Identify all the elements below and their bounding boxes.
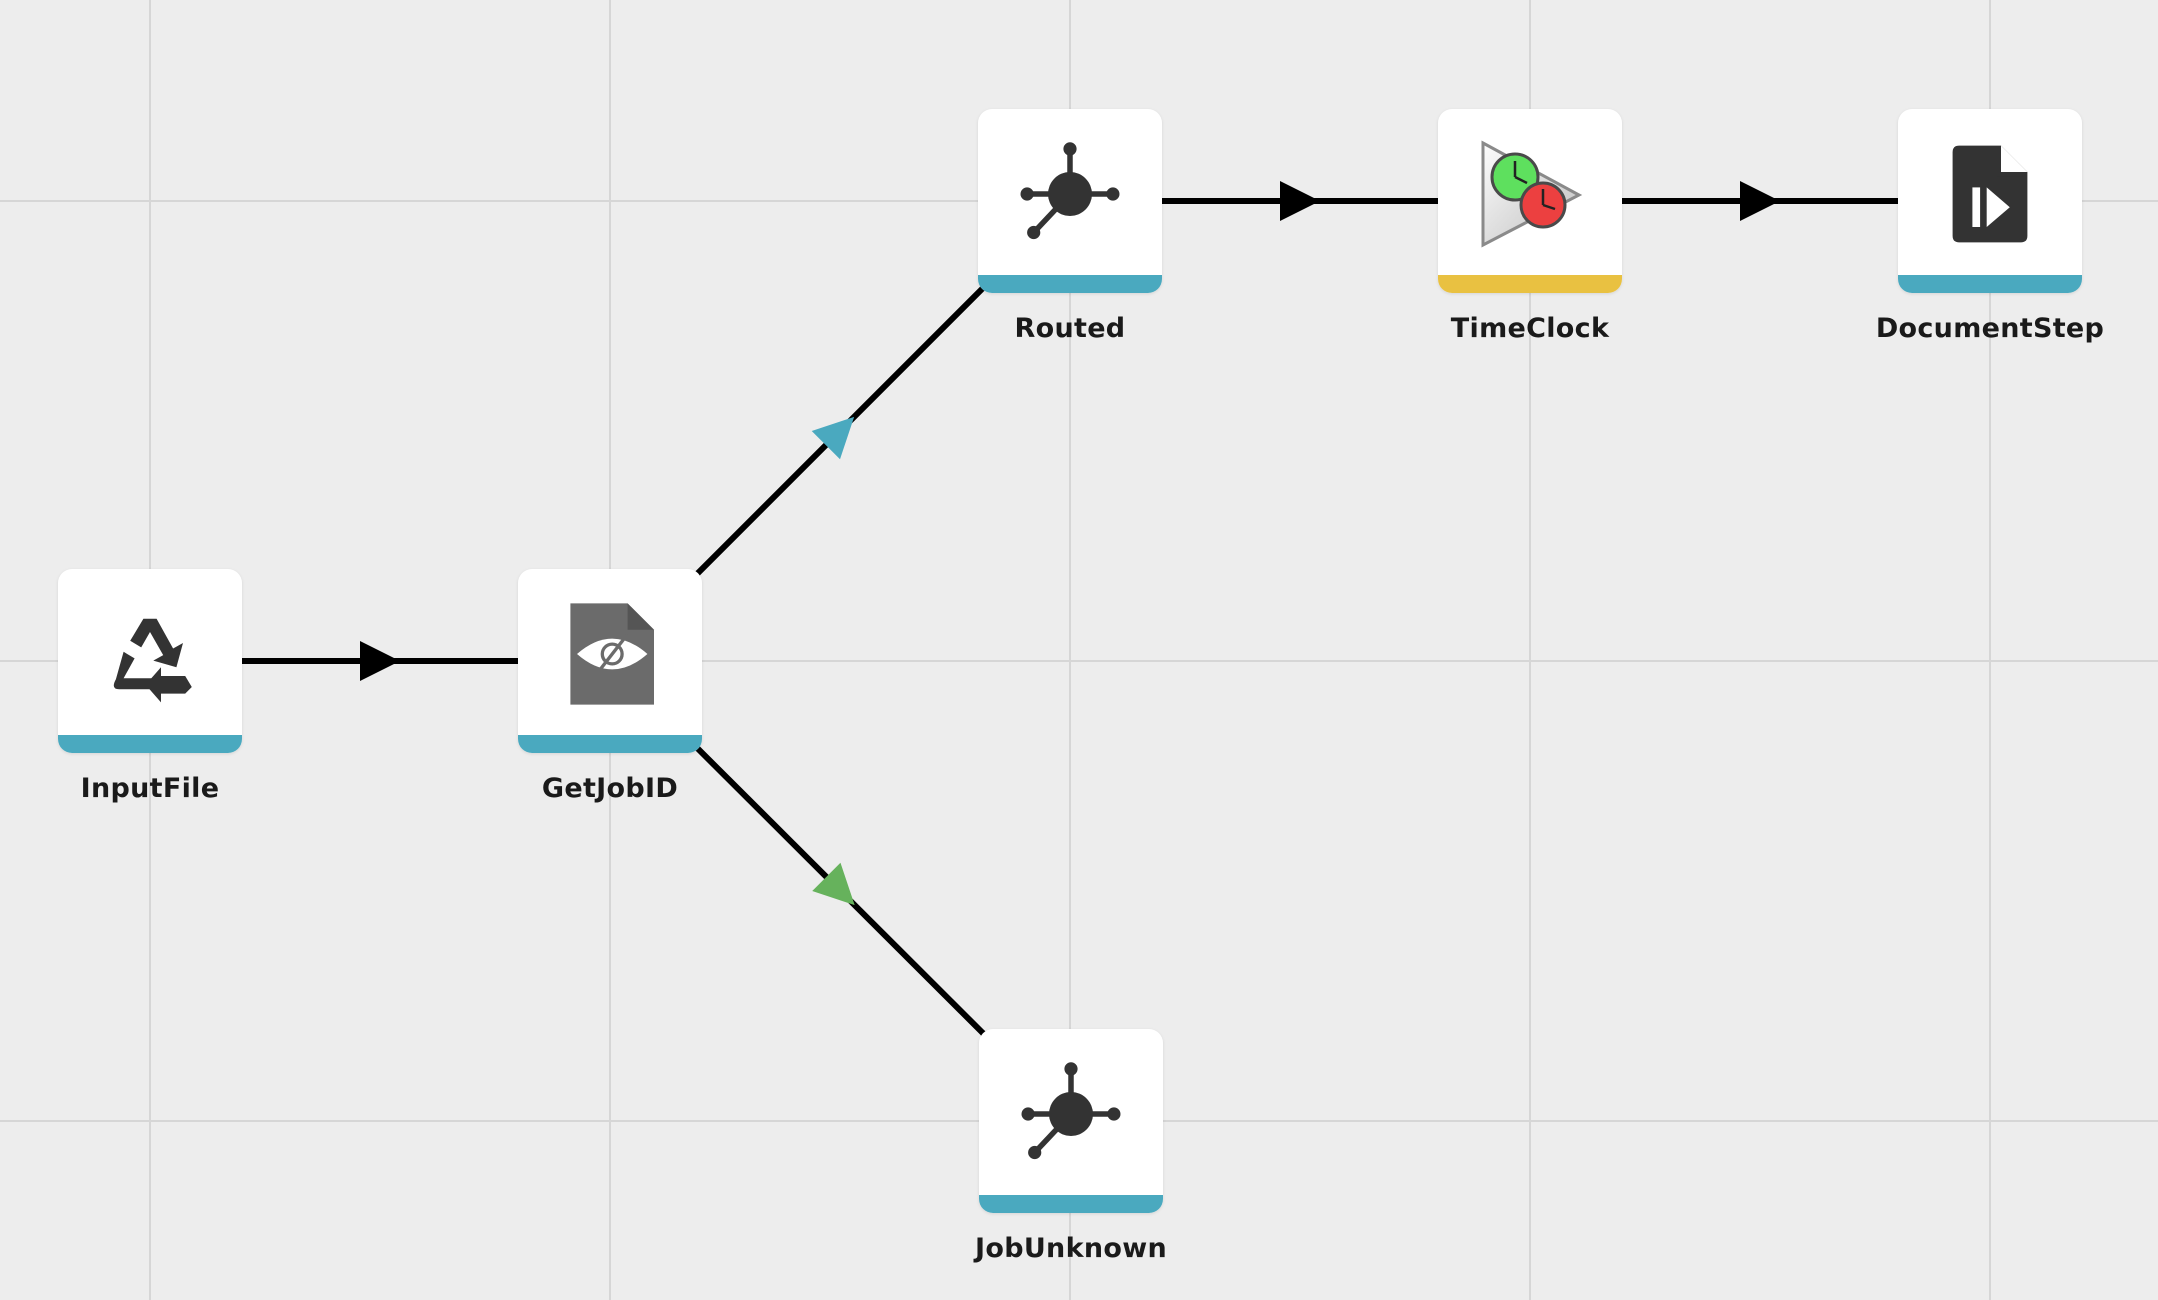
status-bar bbox=[1898, 275, 2082, 293]
hub-icon bbox=[1016, 1059, 1126, 1169]
node-timeclock[interactable] bbox=[1438, 109, 1622, 293]
arrowhead-getjobid-jobunknown bbox=[812, 862, 855, 906]
document-eye-icon bbox=[555, 599, 665, 709]
recycle-icon bbox=[95, 599, 205, 709]
node-jobunknown[interactable] bbox=[979, 1029, 1163, 1213]
node-routed[interactable] bbox=[978, 109, 1162, 293]
timeclock-icon bbox=[1475, 139, 1585, 249]
node-label-jobunknown: JobUnknown bbox=[975, 1233, 1167, 1264]
node-label-getjobid: GetJobID bbox=[541, 773, 679, 804]
status-bar bbox=[979, 1195, 1163, 1213]
node-getjobid[interactable] bbox=[518, 569, 702, 753]
arrowhead-timeclock-documentstep bbox=[1740, 181, 1780, 221]
arrowhead-routed-timeclock bbox=[1280, 181, 1320, 221]
status-bar bbox=[978, 275, 1162, 293]
arrowhead-inputfile-getjobid bbox=[360, 641, 400, 681]
status-bar bbox=[518, 735, 702, 753]
node-label-documentstep: DocumentStep bbox=[1875, 313, 2105, 344]
node-label-inputfile: InputFile bbox=[80, 773, 220, 804]
node-label-timeclock: TimeClock bbox=[1450, 313, 1610, 344]
arrowhead-getjobid-routed bbox=[811, 416, 855, 460]
node-inputfile[interactable] bbox=[58, 569, 242, 753]
status-bar bbox=[1438, 275, 1622, 293]
node-label-routed: Routed bbox=[1014, 313, 1126, 344]
status-bar bbox=[58, 735, 242, 753]
document-play-icon bbox=[1935, 139, 2045, 249]
node-documentstep[interactable] bbox=[1898, 109, 2082, 293]
hub-icon bbox=[1015, 139, 1125, 249]
